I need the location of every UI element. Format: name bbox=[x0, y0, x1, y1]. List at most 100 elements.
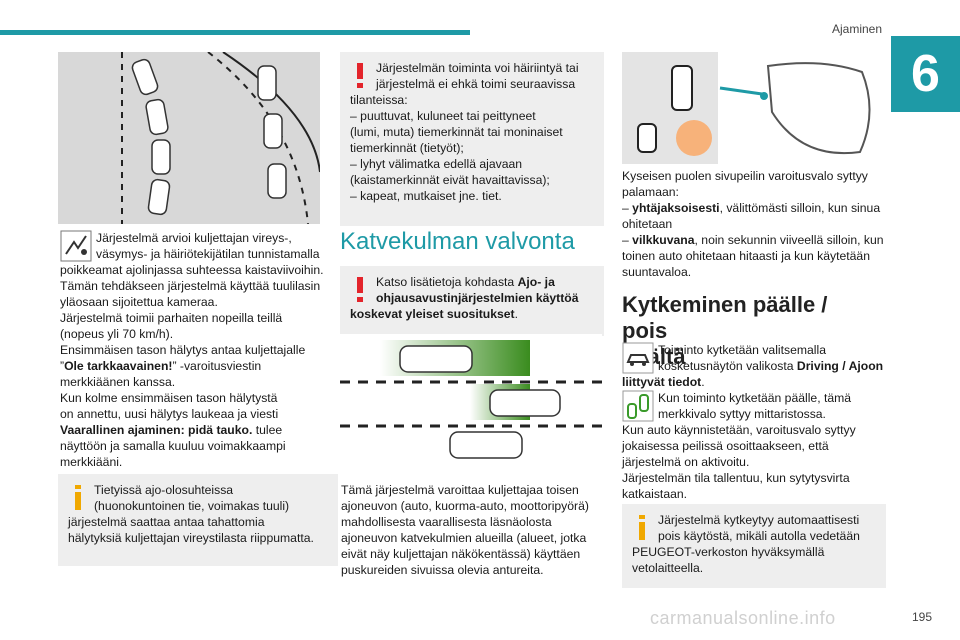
info-icon bbox=[75, 485, 81, 510]
note-line: vetolaitteella. bbox=[632, 561, 704, 575]
icon2-line: Kun toiminto kytketään päälle, tämä bbox=[658, 391, 852, 405]
mirror-text: Kyseisen puolen sivupeilin varoitusvalo … bbox=[622, 168, 888, 280]
ref-line1: Katso lisätietoja kohdasta Ajo- ja bbox=[350, 274, 596, 290]
mirror-warning-illustration bbox=[622, 52, 884, 164]
warning-line: tilanteissa: bbox=[350, 93, 408, 107]
item1-bold: yhtäjaksoisesti bbox=[632, 201, 720, 215]
alert2-line: Kun kolme ensimmäisen tason hälytystä bbox=[60, 391, 278, 405]
ref-end: . bbox=[514, 307, 519, 321]
lane-text-line: poikkeamat ajolinjassa suhteessa kaistav… bbox=[60, 263, 324, 277]
info-note-towing: Järjestelmä kytkeytyy automaattisesti po… bbox=[622, 504, 886, 588]
note-line: hälytyksiä kuljettajan vireystilasta rii… bbox=[68, 531, 314, 545]
info-icon bbox=[639, 515, 645, 540]
page-number: 195 bbox=[912, 610, 933, 624]
menu-path: liittyvät tiedot bbox=[622, 375, 702, 389]
note-line: PEUGEOT-verkoston hyväksymällä bbox=[632, 545, 825, 559]
dash: – bbox=[622, 201, 633, 215]
icon2-line: merkkivalo syttyy mittaristossa. bbox=[658, 407, 826, 421]
alert1-cont: merkkiäänen kanssa. bbox=[60, 375, 176, 389]
driver-attention-text: Järjestelmä arvioi kuljettajan vireys-, … bbox=[60, 230, 325, 470]
menu-path: Driving / Ajoon bbox=[796, 359, 884, 373]
section-title: Ajaminen bbox=[832, 22, 883, 36]
mirror-item1-tail: ohitetaan bbox=[622, 217, 673, 231]
start-line: Järjestelmän tila tallentuu, kun sytytys… bbox=[622, 471, 850, 485]
mirror-item2-tail: suuntavaloa. bbox=[622, 265, 692, 279]
ref-bold: Ajo- ja bbox=[517, 275, 555, 289]
watermark: carmanualsonline.info bbox=[650, 608, 836, 628]
start-line: järjestelmä on aktivoitu. bbox=[622, 455, 750, 469]
lane-text-line: Järjestelmä arvioi kuljettajan vireys-, bbox=[96, 231, 292, 245]
body-line: Tämä järjestelmä varoittaa kuljettajaa t… bbox=[341, 483, 579, 497]
lane-text-line: (nopeus yli 70 km/h). bbox=[60, 327, 174, 341]
alert1-prefix: ” bbox=[60, 359, 65, 373]
alert2-suffix: tulee bbox=[252, 423, 283, 437]
blind-spot-body: Tämä järjestelmä varoittaa kuljettajaa t… bbox=[341, 482, 603, 578]
warning-line: – kapeat, mutkaiset jne. tiet. bbox=[350, 189, 502, 203]
note-line: pois käytöstä, mikäli autolla vedetään bbox=[658, 529, 860, 543]
mirror-line: Kyseisen puolen sivupeilin varoitusvalo … bbox=[622, 169, 868, 183]
mirror-item2: – vilkkuvana, noin sekunnin viiveellä si… bbox=[622, 232, 888, 248]
alert2-tail: merkkiääni. bbox=[60, 455, 123, 469]
ref-bold: koskevat yleiset suositukset bbox=[350, 307, 515, 321]
heading-line: Kytkeminen päälle / pois bbox=[622, 292, 828, 343]
info-note-conditions: Tietyissä ajo-olosuhteissa (huonokuntoin… bbox=[58, 474, 338, 566]
ref-line2: ohjausavustinjärjestelmien käyttöä bbox=[376, 291, 579, 305]
lane-text-line: väsymys- ja häiriötekijätilan tunnistama… bbox=[96, 247, 320, 261]
reference-note: Katso lisätietoja kohdasta Ajo- ja ohjau… bbox=[340, 266, 604, 336]
mirror-item1: – yhtäjaksoisesti, välittömästi silloin,… bbox=[622, 200, 888, 216]
warning-line: Järjestelmän toiminta voi häiriintyä tai bbox=[376, 61, 579, 75]
activation-text: Toiminto kytketään valitsemalla kosketus… bbox=[622, 342, 888, 502]
warning-icon bbox=[357, 277, 363, 302]
driver-attention-icon bbox=[60, 230, 92, 262]
icon1-line: kosketusnäytön valikosta Driving / Ajoon bbox=[622, 358, 888, 374]
lane-text-line: Ensimmäisen tason hälytys antaa kuljetta… bbox=[60, 343, 306, 357]
mirror-line: palamaan: bbox=[622, 185, 679, 199]
body-line: puskureiden sivuissa olevia antureita. bbox=[341, 563, 544, 577]
warning-line: (kaistamerkinnät eivät havaittavissa); bbox=[350, 173, 550, 187]
dash: – bbox=[622, 233, 633, 247]
lane-text-line: Järjestelmä toimii parhaiten nopeilla te… bbox=[60, 311, 283, 325]
chapter-number-tab: 6 bbox=[891, 36, 960, 112]
lane-drift-illustration bbox=[58, 51, 321, 225]
header-accent-bar bbox=[0, 30, 470, 35]
start-line: Kun auto käynnistetään, varoitusvalo syt… bbox=[622, 423, 856, 437]
ref-line3: koskevat yleiset suositukset. bbox=[350, 306, 596, 322]
warning-line: – lyhyt välimatka edellä ajavaan bbox=[350, 157, 523, 171]
item1-rest: , välittömästi silloin, kun sinua bbox=[719, 201, 881, 215]
alert2-message-line: Vaarallinen ajaminen: pidä tauko. tulee bbox=[60, 422, 325, 438]
icon1-line: liittyvät tiedot. bbox=[622, 374, 888, 390]
alert2-message: Vaarallinen ajaminen: pidä tauko. bbox=[60, 423, 253, 437]
warning-line: järjestelmä ei ehkä toimi seuraavissa bbox=[376, 77, 576, 91]
body-line: ajoneuvon (auto, kuorma-auto, moottoripy… bbox=[341, 499, 589, 513]
warning-icon bbox=[357, 63, 363, 88]
note-line: Tietyissä ajo-olosuhteissa bbox=[94, 483, 234, 497]
note-line: Järjestelmä kytkeytyy automaattisesti bbox=[658, 513, 860, 527]
period: . bbox=[701, 375, 705, 389]
blind-spot-indicator-icon bbox=[622, 390, 654, 422]
warning-line: tiemerkinnät (tietyöt); bbox=[350, 141, 464, 155]
note-line: (huonokuntoinen tie, voimakas tuuli) bbox=[94, 499, 290, 513]
body-line: ajoneuvon katvekulmien alueilla (alueet,… bbox=[341, 531, 587, 545]
blind-spot-heading: Katvekulman valvonta bbox=[340, 228, 575, 255]
lane-text-line: yläosaan sijoitettua kameraa. bbox=[60, 295, 218, 309]
note-line: järjestelmä saattaa antaa tahattomia bbox=[68, 515, 265, 529]
item2-bold: vilkkuvana bbox=[632, 233, 695, 247]
body-line: eivät näy kuljettajan näkökentässä) käyt… bbox=[341, 547, 581, 561]
alert1-message: Ole tarkkaavainen! bbox=[64, 359, 173, 373]
icon1-prefix: kosketusnäytön valikosta bbox=[658, 359, 797, 373]
start-line: katkaistaan. bbox=[622, 487, 688, 501]
ref-prefix: Katso lisätietoja kohdasta bbox=[376, 275, 518, 289]
item2-rest: , noin sekunnin viiveellä silloin, kun bbox=[694, 233, 884, 247]
warning-line: (lumi, muta) tiemerkinnät tai moninaiset bbox=[350, 125, 563, 139]
warning-note-limitations: Järjestelmän toiminta voi häiriintyä tai… bbox=[340, 52, 604, 226]
alert2-tail: näyttöön ja samalla kuuluu voimakkaampi bbox=[60, 439, 286, 453]
alert2-line: on annettu, uusi hälytys laukeaa ja vies… bbox=[60, 407, 279, 421]
alert1-line: ”Ole tarkkaavainen!” -varoitusviestin bbox=[60, 358, 325, 374]
mirror-item2-tail: toinen auto ohitetaan hitaasti ja kun kä… bbox=[622, 249, 870, 263]
alert1-suffix: ” -varoitusviestin bbox=[172, 359, 262, 373]
warning-line: – puuttuvat, kuluneet tai peittyneet bbox=[350, 109, 536, 123]
body-line: mahdollisesta vaarallisesta läsnäolosta bbox=[341, 515, 552, 529]
car-settings-icon bbox=[622, 342, 654, 374]
lane-text-line: Tämän tehdäkseen järjestelmä käyttää tuu… bbox=[60, 279, 321, 293]
